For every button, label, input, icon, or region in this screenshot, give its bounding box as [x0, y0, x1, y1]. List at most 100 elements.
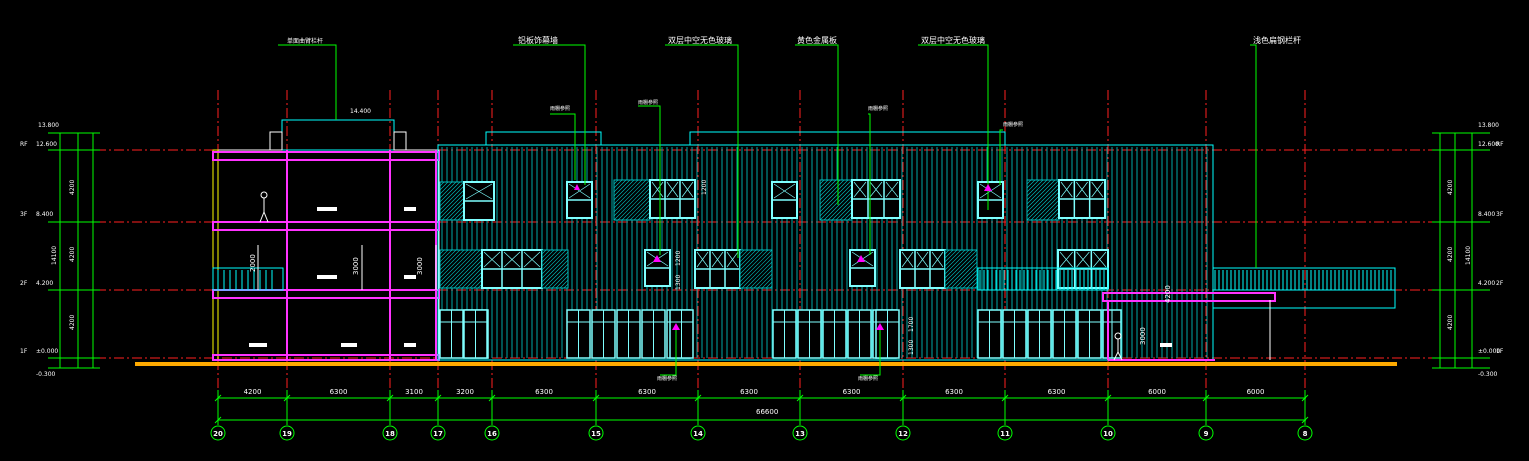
note-5: 雨棚参照 [657, 375, 677, 382]
total-length: 66600 [756, 408, 778, 416]
note-1: 雨棚参照 [550, 105, 570, 112]
hatched-panel [439, 249, 483, 289]
left-level-3f: 3F [20, 211, 28, 218]
right-elev-3f: 8.400 [1478, 211, 1495, 218]
callout-metal-panel: 黄色金属板 [797, 35, 837, 45]
span-dimension: 6300 [330, 388, 348, 396]
window [694, 249, 741, 289]
span-dimension: 6000 [1247, 388, 1265, 396]
left-elev-1f: ±0.000 [36, 348, 58, 355]
callout-railing: 单面曲臂栏杆 [287, 37, 323, 45]
left-elev-3f: 8.400 [36, 211, 53, 218]
span-dimension: 3200 [456, 388, 474, 396]
canopy-dim: 3000 [1139, 327, 1147, 345]
window [644, 249, 671, 287]
section-block: 14.400 2000 3000 3000 [212, 108, 440, 361]
axis-label: 17 [433, 430, 443, 438]
marker-group [574, 184, 992, 330]
axis-bubble: 8 [1297, 425, 1313, 441]
axis-label: 15 [591, 430, 601, 438]
section-dim-3: 3000 [416, 257, 424, 275]
right-elev-base: -0.300 [1478, 371, 1498, 378]
win-dim-2: 1200 [675, 251, 682, 266]
dimension-lines [218, 397, 1306, 421]
axis-label: 11 [1000, 430, 1010, 438]
axis-bubble: 19 [279, 425, 295, 441]
window [463, 181, 495, 221]
right-elevation-marks: 13.800 12.600 RF 8.400 3F 4.200 2F ±0.00… [1432, 122, 1504, 378]
axis-bubble: 15 [588, 425, 604, 441]
right-total-height: 14100 [1465, 246, 1472, 265]
span-dimension: 4200 [244, 388, 262, 396]
callout-aluminum-wall: 铝板饰幕墙 [518, 35, 558, 45]
note-4: 雨棚参照 [1003, 121, 1023, 128]
axis-label: 14 [693, 430, 703, 438]
axis-label: 13 [795, 430, 805, 438]
note-3: 雨棚参照 [868, 105, 888, 112]
right-elev-1f: ±0.000 [1478, 348, 1500, 355]
span-dimension: 6300 [945, 388, 963, 396]
right-level-1f: 1F [1496, 348, 1504, 355]
axis-bubble: 11 [997, 425, 1013, 441]
axis-label: 12 [898, 430, 908, 438]
left-level-2f: 2F [20, 280, 28, 287]
window [771, 181, 798, 219]
window [649, 179, 696, 219]
span-dimension: 6000 [1148, 388, 1166, 396]
window [849, 249, 876, 287]
span-dimension: 6300 [1048, 388, 1066, 396]
axis-bubble: 13 [792, 425, 808, 441]
window [566, 181, 593, 219]
axis-label: 20 [213, 430, 223, 438]
left-level-rf: RF [20, 141, 28, 148]
hatched-panel [819, 179, 853, 221]
left-elev-base: -0.300 [36, 371, 56, 378]
right-elev-rf: 12.600 [1478, 141, 1499, 148]
section-dim-1: 2000 [249, 254, 257, 272]
door-group [439, 309, 1122, 359]
canopy-dim-2: 4200 [1164, 285, 1172, 303]
axis-bubble: 10 [1100, 425, 1116, 441]
window [977, 181, 1004, 219]
axis-bubble: 12 [895, 425, 911, 441]
window [481, 249, 543, 289]
roof-elevation: 14.400 [350, 108, 371, 115]
span-dimension: 6300 [740, 388, 758, 396]
door-set [875, 309, 900, 359]
right-level-rf: RF [1496, 141, 1504, 148]
axis-bubble: 9 [1198, 425, 1214, 441]
left-elev-rf: 12.600 [36, 141, 57, 148]
axis-bubble: 14 [690, 425, 706, 441]
left-floor-2: 4200 [69, 247, 76, 262]
hatched-panel [1026, 179, 1060, 221]
span-dimension: 6300 [638, 388, 656, 396]
right-level-3f: 3F [1496, 211, 1504, 218]
note-6: 雨棚参照 [858, 375, 878, 382]
right-level-2f: 2F [1496, 280, 1504, 287]
window [899, 249, 946, 289]
human-figure-icon [259, 191, 269, 223]
door-set [669, 309, 694, 359]
window [1057, 249, 1109, 289]
right-floor-1: 4200 [1447, 315, 1454, 330]
hatched-panel [439, 181, 465, 221]
callout-glass-1: 双层中空无色玻璃 [668, 35, 732, 45]
axis-label: 16 [487, 430, 497, 438]
axis-label: 9 [1204, 430, 1209, 438]
left-level-1f: 1F [20, 348, 28, 355]
span-dimension: 3100 [405, 388, 423, 396]
callout-leaders [278, 44, 1257, 376]
span-dimension: 6300 [535, 388, 553, 396]
axis-bubble: 18 [382, 425, 398, 441]
axis-bubble: 20 [210, 425, 226, 441]
right-elev-top: 13.800 [1478, 122, 1499, 129]
win-dim-4: 1700 [908, 317, 915, 332]
door-set [977, 309, 1102, 359]
section-dim-2: 3000 [352, 257, 360, 275]
left-elev-2f: 4.200 [36, 280, 53, 287]
win-dim-3: 1300 [675, 275, 682, 290]
win-dim-1: 1200 [701, 180, 708, 195]
left-elev-top: 13.800 [38, 122, 59, 129]
hatched-panel [739, 249, 773, 289]
